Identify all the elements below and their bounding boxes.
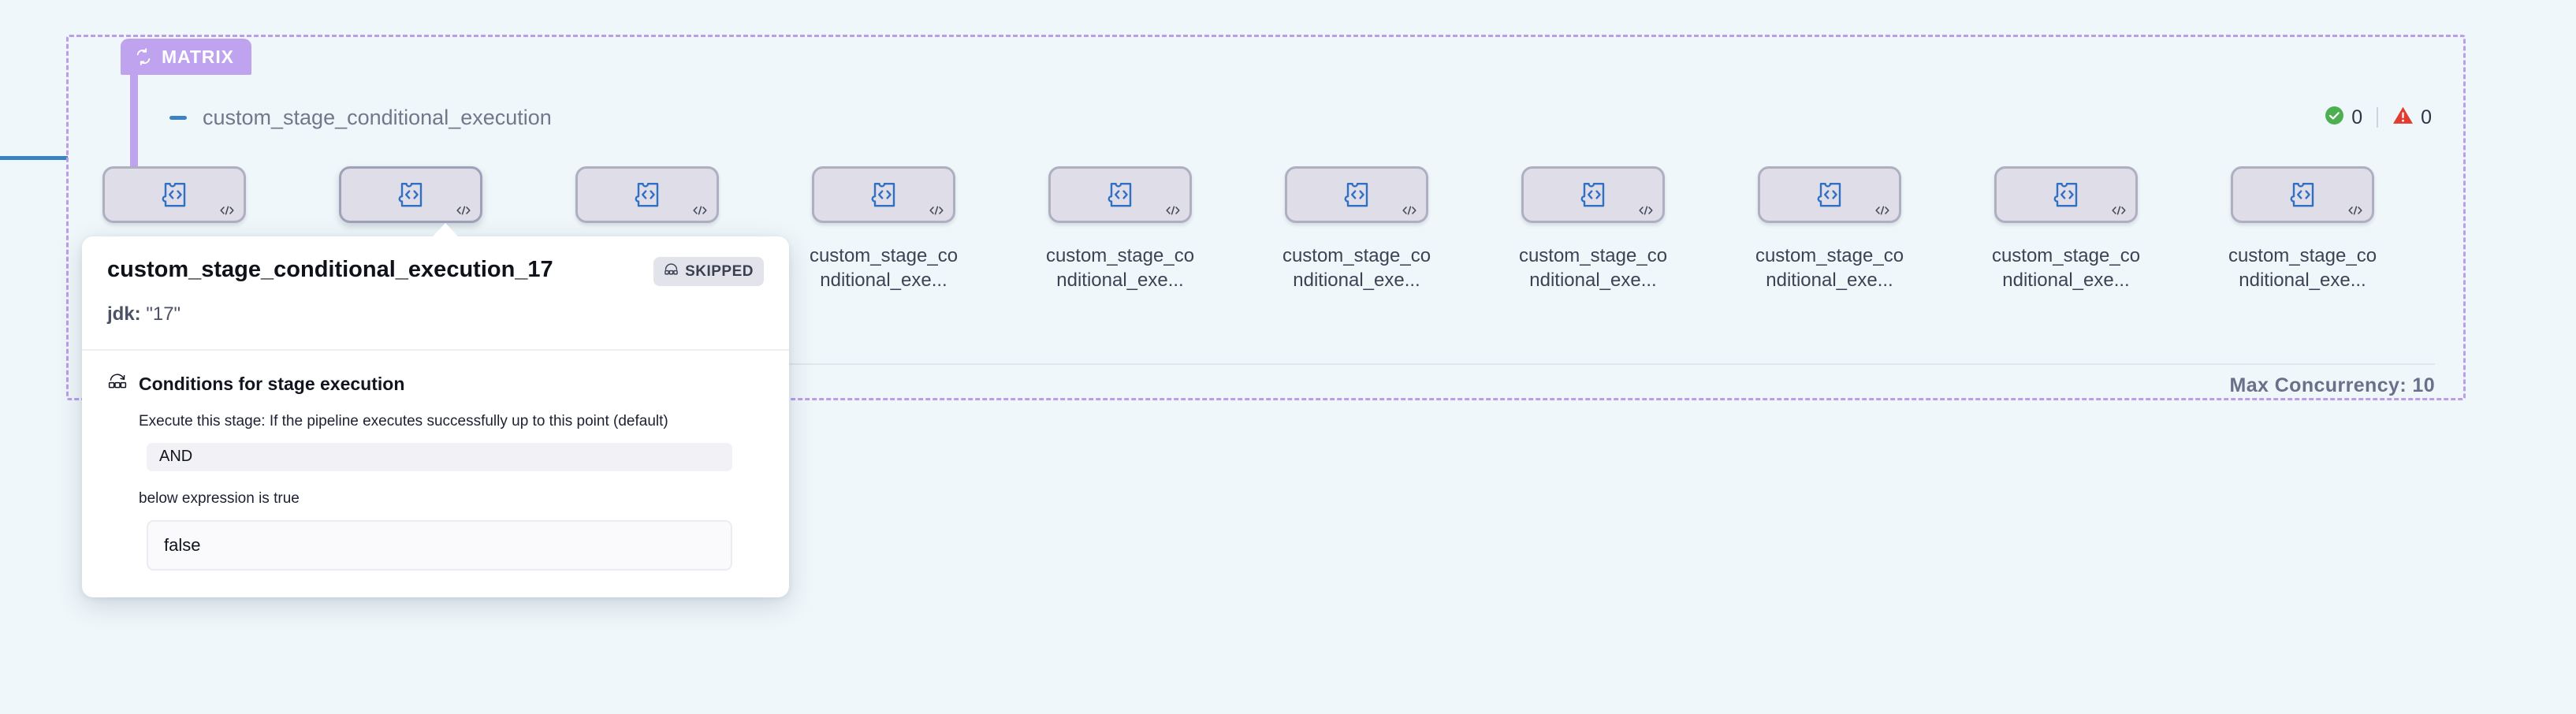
code-icon (1874, 205, 1890, 216)
custom-stage-code-icon (2287, 180, 2318, 210)
custom-stage-code-icon (2050, 180, 2082, 210)
status-badge: SKIPPED (653, 257, 764, 286)
popover-header: custom_stage_conditional_execution_17 SK… (82, 236, 789, 351)
code-icon (1165, 205, 1181, 216)
stage-node-box[interactable] (1994, 166, 2138, 223)
matrix-group-header: custom_stage_conditional_execution 0 (166, 100, 2432, 135)
success-counter: 0 (2325, 106, 2362, 129)
matrix-badge-label: MATRIX (162, 46, 234, 67)
matrix-badge[interactable]: MATRIX (121, 39, 251, 75)
warning-counter: 0 (2392, 106, 2432, 129)
stage-node-box[interactable] (1048, 166, 1192, 223)
condition-expression-field[interactable]: false (147, 519, 732, 571)
stage-node[interactable]: custom_stage_conditional_exe... (319, 166, 502, 292)
stage-node[interactable]: custom_stage_conditional_exe... (83, 166, 266, 292)
stage-node-box[interactable] (102, 166, 246, 223)
stage-node[interactable]: custom_stage_conditional_exe... (1502, 166, 1684, 292)
code-icon (219, 205, 235, 216)
success-count: 0 (2351, 106, 2363, 128)
stage-node[interactable]: custom_stage_conditional_exe... (792, 166, 975, 292)
status-counters: 0 0 (2325, 100, 2432, 135)
custom-stage-code-icon (1577, 180, 1609, 210)
warning-count: 0 (2421, 106, 2432, 128)
custom-stage-code-icon (868, 180, 899, 210)
stage-node-label: custom_stage_conditional_exe... (809, 245, 959, 291)
condition-operator-value: AND (159, 448, 193, 466)
popover-body: Conditions for stage execution Execute t… (82, 351, 789, 597)
stage-node[interactable]: custom_stage_conditional_exe... (1265, 166, 1448, 292)
custom-stage-code-icon (1341, 180, 1372, 210)
warning-triangle-icon (2392, 106, 2414, 129)
loop-icon (135, 48, 152, 65)
stage-node-box[interactable] (1758, 166, 1901, 223)
custom-stage-code-icon (395, 180, 426, 210)
condition-expression-value: false (164, 534, 201, 555)
conditions-heading: Conditions for stage execution (139, 374, 405, 394)
stage-node[interactable]: custom_stage_conditional_exe... (556, 166, 739, 292)
popover-parameter: jdk: "17" (107, 303, 764, 325)
stage-node-box[interactable] (1521, 166, 1665, 223)
page-title: custom_stage_conditional_execution (203, 105, 552, 129)
stage-detail-popover: custom_stage_conditional_execution_17 SK… (82, 223, 789, 597)
matrix-group-spine (130, 50, 138, 179)
custom-stage-code-icon (1104, 180, 1136, 210)
stage-node[interactable]: custom_stage_conditional_exe... (1975, 166, 2157, 292)
group-footer-divider (100, 363, 2435, 365)
stage-node-label: custom_stage_conditional_exe... (1282, 245, 1431, 291)
condition-operator-field[interactable]: AND (147, 442, 732, 471)
status-badge-label: SKIPPED (685, 262, 754, 280)
code-icon (1638, 205, 1654, 216)
matrix-nodes-row: custom_stage_conditional_exe...custom_st… (69, 37, 2463, 398)
stage-node-box[interactable] (812, 166, 955, 223)
matrix-group-container: MATRIX custom_stage_conditional_executio… (66, 35, 2466, 400)
custom-stage-code-icon (158, 180, 190, 210)
stage-node[interactable]: custom_stage_conditional_exe... (1738, 166, 1921, 292)
stage-node-box[interactable] (339, 166, 482, 223)
code-icon (2111, 205, 2127, 216)
condition-sub-description: below expression is true (139, 489, 300, 507)
conditions-description: Execute this stage: If the pipeline exec… (139, 413, 668, 430)
conditions-header: Conditions for stage execution (107, 373, 764, 396)
custom-stage-code-icon (1814, 180, 1845, 210)
minus-icon[interactable] (166, 106, 190, 129)
stage-node-label: custom_stage_conditional_exe... (1991, 245, 2141, 291)
stage-node-box[interactable] (575, 166, 719, 223)
stage-node-label: custom_stage_conditional_exe... (2228, 245, 2377, 291)
max-concurrency-label: Max Concurrency: 10 (2229, 374, 2435, 396)
code-icon (929, 205, 944, 216)
stage-node[interactable]: custom_stage_conditional_exe... (1029, 166, 1212, 292)
counter-divider (2377, 107, 2379, 128)
popover-title: custom_stage_conditional_execution_17 (107, 257, 553, 282)
incoming-edge-connector (0, 156, 68, 160)
skipped-icon (664, 262, 679, 281)
parameter-value: "17" (146, 303, 181, 325)
stage-node[interactable]: custom_stage_conditional_exe... (2211, 166, 2394, 292)
stage-node-box[interactable] (2231, 166, 2374, 223)
code-icon (2347, 205, 2363, 216)
custom-stage-code-icon (631, 180, 663, 210)
stage-node-label: custom_stage_conditional_exe... (1755, 245, 1904, 291)
stage-node-label: custom_stage_conditional_exe... (1045, 245, 1195, 291)
code-icon (456, 205, 471, 216)
stage-node-label: custom_stage_conditional_exe... (1518, 245, 1668, 291)
code-icon (1402, 205, 1417, 216)
parameter-key: jdk: (107, 303, 141, 325)
code-icon (692, 205, 708, 216)
stage-node-box[interactable] (1285, 166, 1428, 223)
conditions-icon (107, 373, 128, 396)
check-circle-icon (2325, 106, 2344, 129)
